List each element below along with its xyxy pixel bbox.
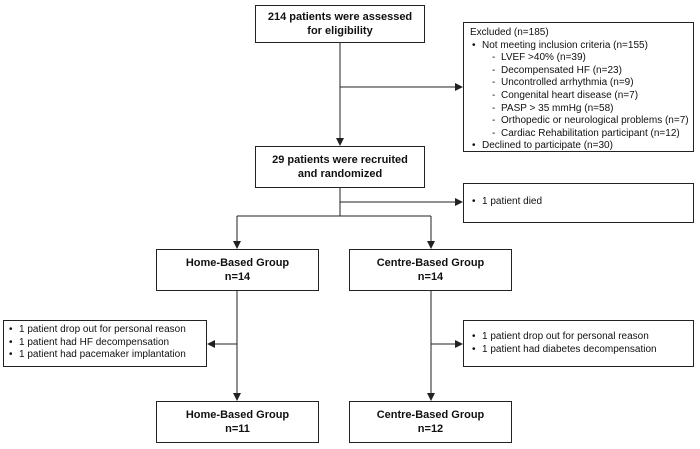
centre-group-box: Centre-Based Group n=14: [349, 249, 512, 291]
criteria-item: Uncontrolled arrhythmia (n=9): [482, 77, 689, 90]
excluded-criteria-item: Not meeting inclusion criteria (n=155) L…: [470, 40, 689, 141]
home-final-title: Home-Based Group: [185, 409, 290, 421]
randomized-box: 29 patients were recruited and randomize…: [255, 146, 425, 188]
home-group-box: Home-Based Group n=14: [156, 249, 319, 291]
centre-final-n: n=12: [417, 423, 444, 435]
home-dropout-item: 1 patient had HF decompensation: [7, 337, 203, 350]
home-group-n: n=14: [224, 271, 251, 283]
assessed-line2: for eligibility: [307, 25, 373, 37]
centre-final-box: Centre-Based Group n=12: [349, 401, 512, 443]
excluded-title: Excluded (n=185): [470, 27, 549, 38]
excluded-box: Excluded (n=185) Not meeting inclusion c…: [463, 22, 694, 153]
criteria-item: Cardiac Rehabilitation participant (n=12…: [482, 128, 689, 141]
criteria-item: Decompensated HF (n=23): [482, 65, 689, 78]
criteria-item: PASP > 35 mmHg (n=58): [482, 103, 689, 116]
assessed-box: 214 patients were assessed for eligibili…: [255, 5, 425, 43]
criteria-item: LVEF >40% (n=39): [482, 52, 689, 65]
died-item: 1 patient died: [470, 196, 689, 209]
excluded-criteria-label: Not meeting inclusion criteria (n=155): [482, 39, 648, 51]
died-box: 1 patient died: [463, 183, 694, 223]
excluded-criteria-list: LVEF >40% (n=39) Decompensated HF (n=23)…: [482, 52, 689, 140]
criteria-item: Congenital heart disease (n=7): [482, 90, 689, 103]
centre-dropouts-box: 1 patient drop out for personal reason 1…: [463, 320, 694, 367]
home-final-n: n=11: [225, 423, 250, 435]
home-group-title: Home-Based Group: [185, 257, 290, 269]
home-dropouts-box: 1 patient drop out for personal reason 1…: [3, 320, 207, 367]
assessed-line1: 214 patients were assessed: [267, 11, 413, 23]
centre-dropout-item: 1 patient drop out for personal reason: [470, 331, 689, 344]
randomized-line2: and randomized: [297, 168, 383, 180]
centre-dropout-item: 1 patient had diabetes decompensation: [470, 344, 689, 357]
centre-group-title: Centre-Based Group: [376, 257, 485, 269]
centre-group-n: n=14: [417, 271, 444, 283]
home-dropout-item: 1 patient drop out for personal reason: [7, 324, 203, 337]
centre-final-title: Centre-Based Group: [376, 409, 485, 421]
home-final-box: Home-Based Group n=11: [156, 401, 319, 443]
criteria-item: Orthopedic or neurological problems (n=7…: [482, 115, 689, 128]
declined-item: Declined to participate (n=30): [470, 140, 689, 153]
home-dropout-item: 1 patient had pacemaker implantation: [7, 349, 203, 362]
randomized-line1: 29 patients were recruited: [272, 154, 408, 166]
